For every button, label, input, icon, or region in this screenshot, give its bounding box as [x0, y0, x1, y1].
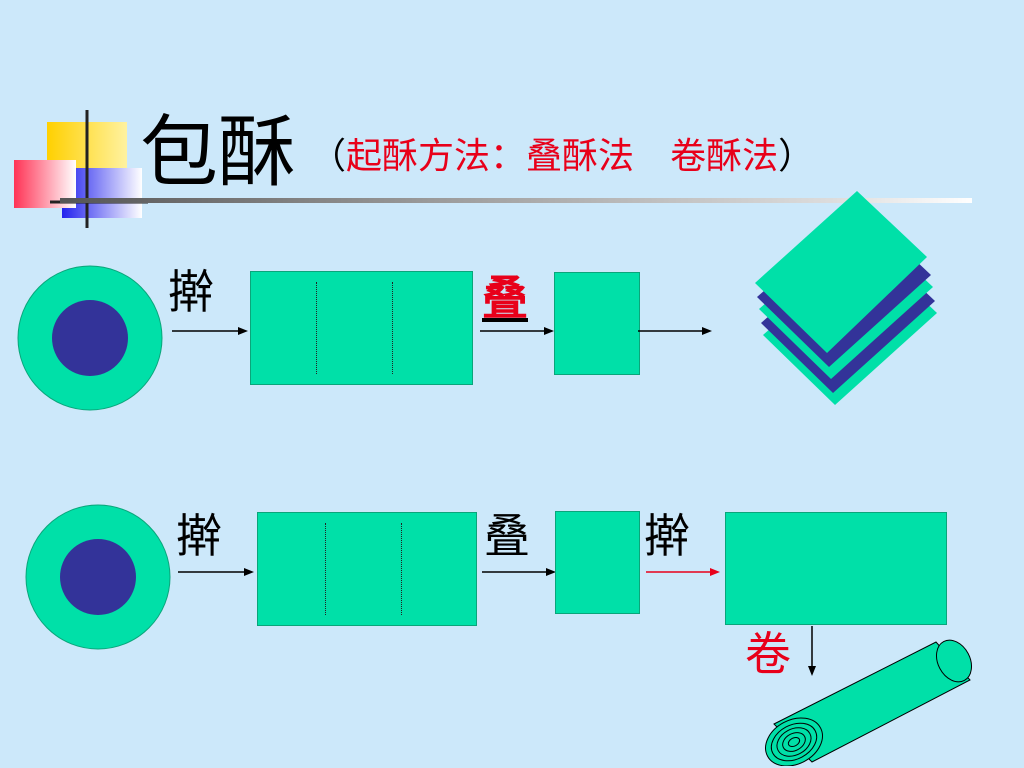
row1-step1-label: 擀	[168, 265, 214, 319]
dough-circle-icon	[25, 504, 171, 650]
rolled-sheet	[257, 512, 477, 626]
arrow-icon	[808, 626, 816, 676]
layered-stack-icon	[755, 191, 937, 405]
title-decoration-icon	[14, 110, 148, 228]
paren-close: ）	[778, 136, 815, 177]
title-underline	[60, 198, 972, 203]
arrow-icon	[480, 327, 554, 335]
row1-step2-label: 叠	[482, 271, 528, 325]
row2-step4-label: 卷	[745, 627, 791, 681]
arrow-icon	[178, 568, 254, 576]
title-gap	[634, 136, 670, 177]
folded-square	[555, 511, 640, 614]
rolled-sheet-final	[725, 512, 947, 625]
page-subtitle: （起酥方法：叠酥法 卷酥法）	[310, 132, 814, 182]
arrow-icon	[172, 327, 248, 335]
method-1: 叠酥法	[526, 136, 635, 177]
arrow-icon	[638, 327, 712, 335]
row2-step1-label: 擀	[176, 509, 222, 563]
method-2: 卷酥法	[670, 136, 779, 177]
page-title: 包酥	[140, 108, 297, 198]
row2-step2-label: 叠	[484, 509, 530, 563]
arrow-icon	[646, 568, 720, 576]
folded-square	[554, 272, 640, 375]
rolled-log-icon	[765, 639, 973, 766]
subtitle-prefix: 起酥方法：	[346, 136, 527, 177]
dough-circle-icon	[17, 265, 163, 411]
paren-open: （	[310, 136, 347, 177]
row2-step3-label: 擀	[644, 509, 690, 563]
rolled-sheet	[250, 271, 473, 385]
arrow-icon	[482, 568, 556, 576]
